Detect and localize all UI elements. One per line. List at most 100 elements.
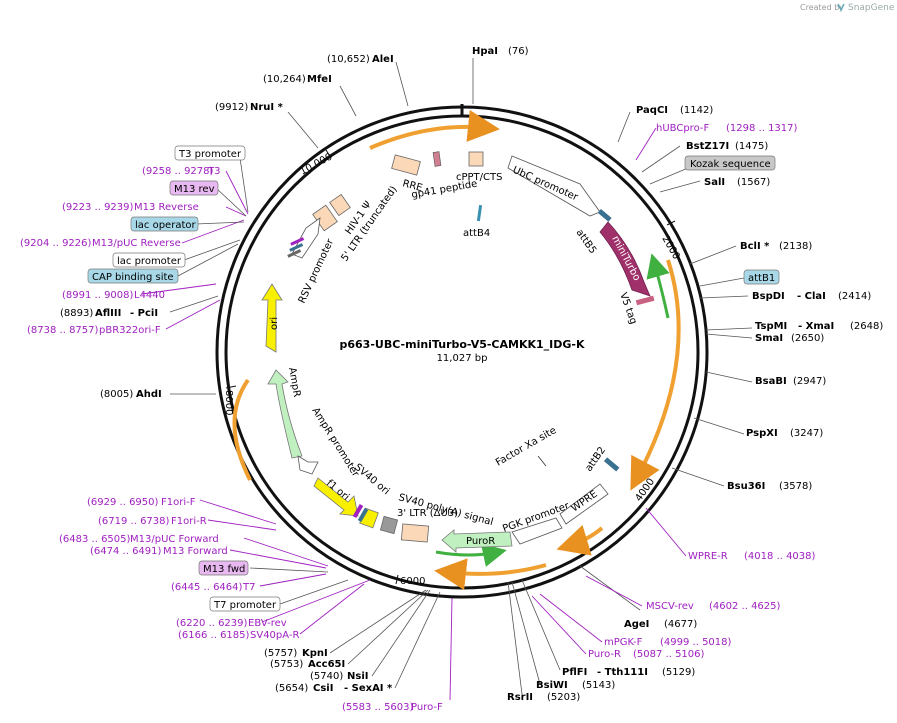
watermark-prefix: Created by: [800, 3, 844, 12]
primer-l4440[interactable]: L4440: [134, 290, 165, 301]
left-feature-cluster: [287, 237, 305, 258]
site-afliii[interactable]: AflIII: [95, 308, 121, 319]
gp41-shape: [432, 151, 442, 167]
site-hpai[interactable]: HpaI: [472, 46, 498, 57]
svg-text:M13 rev: M13 rev: [174, 184, 215, 195]
primer-mpgk-f-pos: (4999 .. 5018): [660, 637, 732, 648]
site-bstz17i[interactable]: BstZ17I: [686, 141, 729, 152]
box-m13-rev[interactable]: M13 rev: [169, 180, 219, 196]
site-alei[interactable]: AleI: [372, 54, 394, 65]
attb2-shape: [603, 457, 620, 472]
primer-m13-forward[interactable]: M13 Forward: [163, 546, 228, 557]
primer-pbr322ori-f-pos: (8738 .. 8757): [27, 325, 99, 336]
svg-text:CAP binding site: CAP binding site: [92, 272, 174, 283]
primer-f1ori-r-pos: (6719 .. 6738): [98, 516, 170, 527]
attb5-label: attB5: [574, 227, 599, 256]
primer-l4440-pos: (8991 .. 9008): [62, 290, 134, 301]
site-bsu36i[interactable]: Bsu36I: [727, 481, 765, 492]
site-tspmi-pos: (2648): [850, 321, 883, 332]
attb5-shape: [597, 208, 612, 222]
site-ahdi-pos: (8005): [100, 389, 133, 400]
site-mfei[interactable]: MfeI: [307, 74, 332, 85]
primer-f1ori-r[interactable]: F1ori-R: [171, 516, 207, 527]
site-kpni[interactable]: KpnI: [302, 648, 328, 659]
site-pspxi[interactable]: PspXI: [746, 428, 778, 439]
primer-sv40pa-r-pos: (6166 .. 6185): [178, 630, 250, 641]
pgk-promoter-shape: [511, 517, 563, 545]
primer-f1ori-f[interactable]: F1ori-F: [161, 497, 196, 508]
box-lac-operator[interactable]: lac operator: [130, 216, 199, 232]
site-bsabi[interactable]: BsaBI: [755, 376, 787, 387]
site-acc65i-pos: (5753): [270, 659, 303, 670]
site-bsu36i-pos: (3578): [779, 481, 812, 492]
box-cap-binding-site[interactable]: CAP binding site: [87, 268, 179, 284]
primer-wpre-r[interactable]: WPRE-R: [688, 551, 728, 562]
primer-t3[interactable]: T3: [207, 166, 220, 177]
site-nrui[interactable]: NruI *: [250, 102, 284, 113]
site-paqci[interactable]: PaqCI: [636, 105, 668, 116]
primer-mpgk-f[interactable]: mPGK-F: [604, 637, 643, 648]
rre-shape: [391, 154, 421, 176]
site-pcii[interactable]: - PciI: [130, 308, 158, 319]
box-lac-promoter[interactable]: lac promoter: [112, 252, 186, 268]
ampr-arrow: [267, 369, 303, 459]
primer-m13puc-forward[interactable]: M13/pUC Forward: [130, 534, 219, 545]
site-csii[interactable]: CsiI: [313, 683, 333, 694]
puror-arrow: [441, 529, 513, 553]
primer-mscv-rev-pos: (4602 .. 4625): [709, 601, 781, 612]
site-sali[interactable]: SalI: [704, 177, 725, 188]
site-sali-pos: (1567): [737, 177, 770, 188]
attb2-label: attB2: [583, 445, 608, 474]
site-kpni-pos: (5757): [264, 648, 297, 659]
box-kozak[interactable]: Kozak sequence: [684, 155, 776, 171]
box-attb1[interactable]: attB1: [743, 269, 780, 285]
primer-pbr322ori-f[interactable]: pBR322ori-F: [99, 325, 161, 336]
rre-label: RRE: [401, 178, 423, 194]
site-bstz17i-pos: (1475): [735, 141, 768, 152]
primer-hubcpro-f[interactable]: hUBCpro-F: [656, 123, 709, 134]
primer-puro-f[interactable]: Puro-F: [411, 702, 443, 713]
site-rsrii[interactable]: RsrII: [507, 692, 533, 703]
site-sexai[interactable]: - SexAI *: [344, 683, 393, 694]
site-nsii[interactable]: NsiI: [347, 671, 368, 682]
attb4-shape: [476, 204, 483, 222]
factor-xa-label: Factor Xa site: [494, 425, 558, 469]
site-tspmi[interactable]: TspMI: [755, 321, 787, 332]
site-bsiwi[interactable]: BsiWI: [536, 680, 568, 691]
ori-arrow: [261, 283, 283, 353]
cppt-shape: [468, 151, 484, 167]
site-bcli[interactable]: BclI *: [740, 241, 770, 252]
ltr3-label: 3' LTR (ΔU3): [397, 508, 458, 519]
site-bspdi[interactable]: BspDI: [752, 291, 785, 302]
primer-puro-r[interactable]: Puro-R: [588, 649, 621, 660]
site-agei[interactable]: AgeI: [624, 619, 649, 630]
primer-m13puc-reverse[interactable]: M13/pUC Reverse: [92, 238, 181, 249]
site-acc65i[interactable]: Acc65I: [308, 659, 345, 670]
box-m13-fwd[interactable]: M13 fwd: [198, 560, 249, 576]
primer-sv40pa-r[interactable]: SV40pA-R: [250, 630, 299, 641]
orf-arrow-right: [630, 259, 681, 491]
svg-text:6000: 6000: [400, 576, 425, 587]
puror-label: PuroR: [466, 536, 495, 547]
primer-mscv-rev[interactable]: MSCV-rev: [646, 601, 694, 612]
primer-m13-reverse[interactable]: M13 Reverse: [134, 202, 199, 213]
site-pflfi[interactable]: PflFI: [562, 667, 587, 678]
box-t7-promoter[interactable]: T7 promoter: [209, 596, 281, 612]
orf-arrow-right-small: [556, 524, 604, 556]
site-smai-pos: (2650): [791, 333, 824, 344]
watermark-brand: SnapGene: [848, 3, 895, 13]
site-clai[interactable]: - ClaI: [797, 291, 826, 302]
primer-puro-r-pos: (5087 .. 5106): [633, 649, 705, 660]
site-bspdi-pos: (2414): [838, 291, 871, 302]
svg-text:8000: 8000: [223, 390, 234, 415]
site-smai[interactable]: SmaI: [755, 333, 783, 344]
site-ahdi[interactable]: AhdI: [136, 389, 162, 400]
primer-ebv-rev[interactable]: EBV-rev: [248, 618, 287, 629]
ampr-promoter-shape: [297, 455, 319, 475]
map-title: p663-UBC-miniTurbo-V5-CAMKK1_IDG-K: [340, 338, 585, 351]
site-xmai[interactable]: - XmaI: [798, 321, 834, 332]
primer-t7[interactable]: T7: [242, 582, 255, 593]
box-t3-promoter[interactable]: T3 promoter: [174, 145, 246, 161]
site-tth111i[interactable]: - Tth111I: [597, 667, 648, 678]
